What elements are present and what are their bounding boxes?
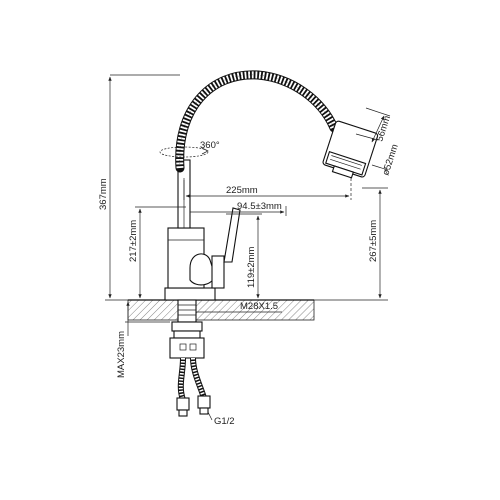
dim-reach: 225mm <box>183 178 352 200</box>
dim-body-height: 217±2mm <box>128 206 186 299</box>
total-height-label: 367mm <box>98 178 109 210</box>
swivel-indicator: 360° <box>159 140 220 158</box>
spout-offset-label: 94.5±3mm <box>237 201 282 212</box>
dim-hose-thread: G1/2 <box>207 411 235 427</box>
counter-thickness-label: MAX23mm <box>116 331 127 378</box>
dim-thread: M28X1.5 <box>196 301 282 313</box>
mounting-shank <box>169 299 205 359</box>
handle-height-label: 119±2mm <box>246 246 257 288</box>
dim-counter-thickness: MAX23mm <box>116 301 170 378</box>
spray-head <box>322 120 379 179</box>
dim-total-height: 367mm <box>98 74 180 301</box>
swivel-label: 360° <box>200 140 220 151</box>
lever-handle <box>189 207 241 289</box>
body-height-label: 217±2mm <box>128 220 139 262</box>
dim-handle-height: 119±2mm <box>226 213 262 299</box>
thread-label: M28X1.5 <box>240 301 278 312</box>
reach-label: 225mm <box>226 185 258 196</box>
dim-outlet-height: 267±5mm <box>314 187 388 301</box>
outlet-height-label: 267±5mm <box>368 220 379 262</box>
aerator-diameter-label: ø52mm <box>380 143 400 177</box>
dim-spout-offset: 94.5±3mm <box>190 201 287 216</box>
flexible-spout <box>175 70 339 173</box>
aerator-length-label: 56mm <box>374 114 393 143</box>
hose-thread-label: G1/2 <box>214 416 235 427</box>
countertop <box>127 299 315 321</box>
supply-hoses <box>176 357 211 417</box>
